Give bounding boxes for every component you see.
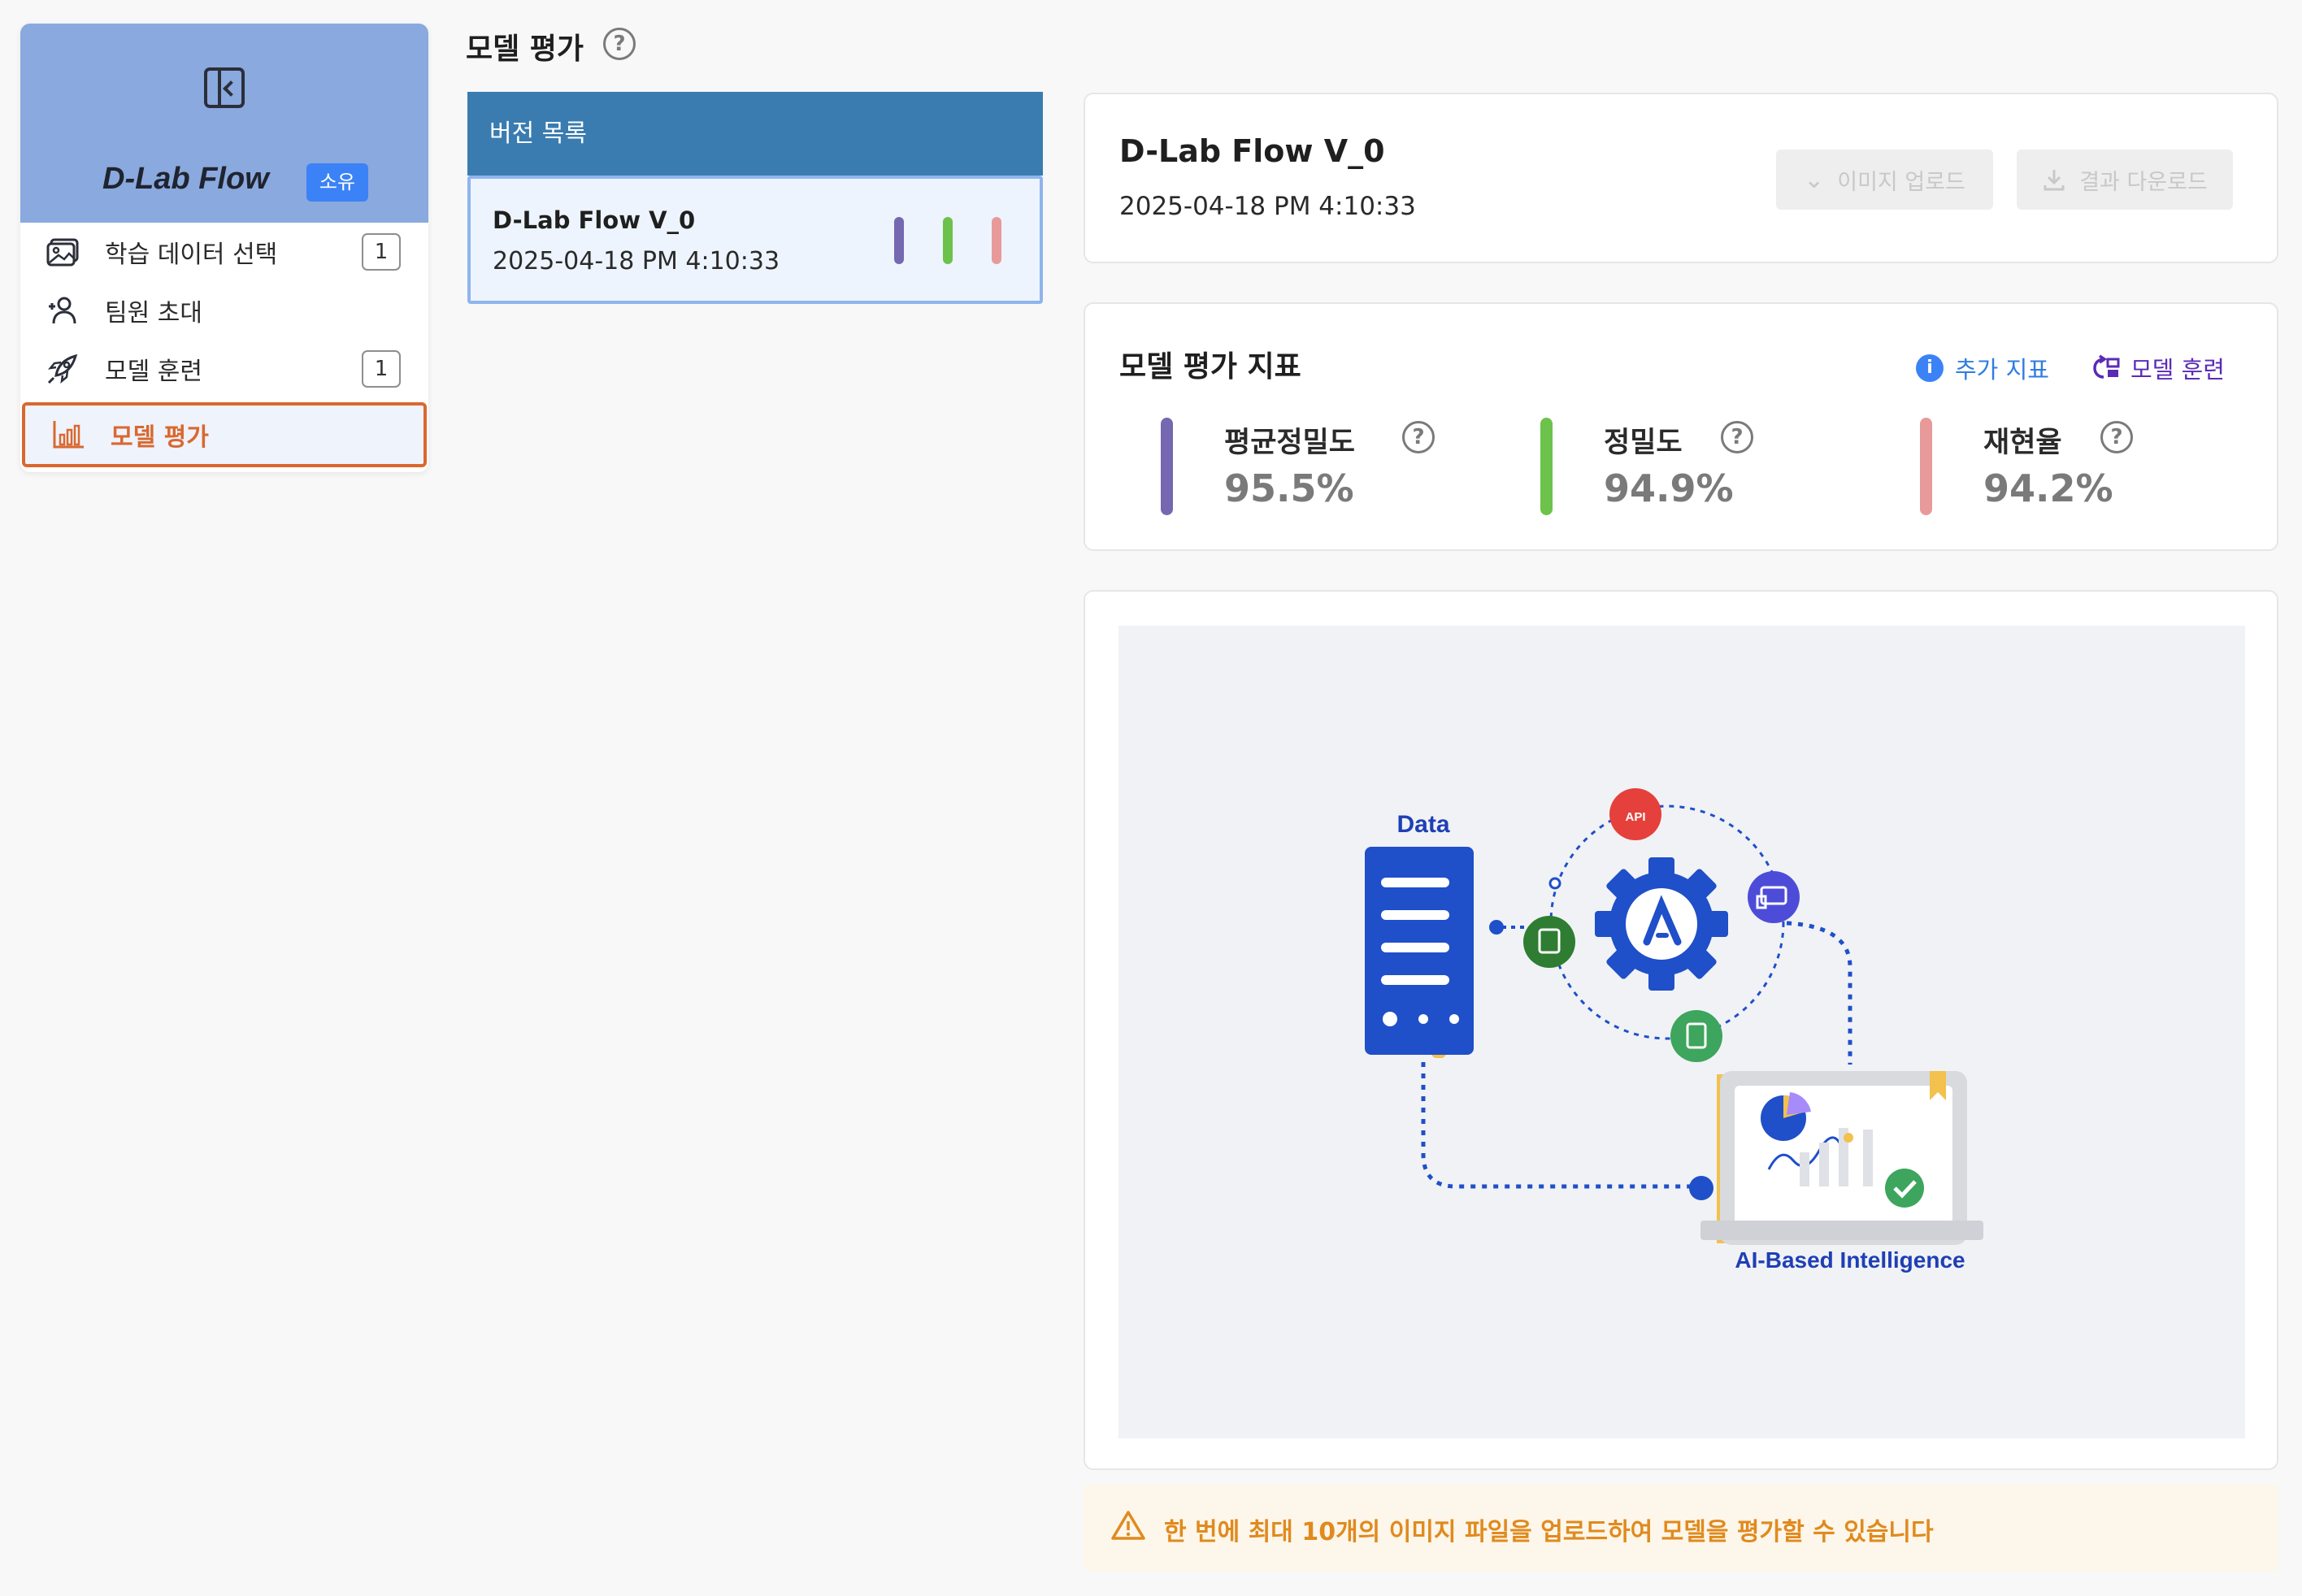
- sidebar-item-label: 모델 평가: [111, 423, 209, 452]
- count-badge: 1: [362, 350, 401, 388]
- extra-metrics-link[interactable]: i 추가 지표: [1916, 351, 2049, 385]
- sidebar-item-label: 학습 데이터 선택: [105, 241, 278, 269]
- extra-metrics-label: 추가 지표: [1955, 356, 2049, 384]
- version-list-header: 버전 목록: [467, 92, 1043, 176]
- sidebar-item-training-data[interactable]: 학습 데이터 선택 1: [20, 223, 428, 281]
- version-date: 2025-04-18 PM 4:10:33: [493, 247, 780, 275]
- sidebar-item-evaluate[interactable]: 모델 평가: [22, 402, 427, 467]
- train-model-label: 모델 훈련: [2130, 356, 2225, 384]
- train-model-link[interactable]: 모델 훈련: [2091, 351, 2225, 385]
- metric-color-bar: [1540, 418, 1553, 515]
- download-icon: [2044, 170, 2065, 191]
- warning-icon: [1111, 1511, 1145, 1540]
- model-date: 2025-04-18 PM 4:10:33: [1119, 192, 1416, 221]
- metric-value: 94.2%: [1983, 466, 2113, 510]
- upload-image-button[interactable]: ⌄ 이미지 업로드: [1776, 150, 1993, 210]
- help-icon[interactable]: ?: [2100, 421, 2133, 453]
- brand-header: D-Lab Flow 소유: [20, 24, 428, 223]
- metric-label: 재현율: [1983, 427, 2062, 459]
- model-info-card: D-Lab Flow V_0 2025-04-18 PM 4:10:33 ⌄ 이…: [1084, 93, 2278, 263]
- metric-color-bar: [1920, 418, 1932, 515]
- data-label: Data: [1396, 811, 1449, 838]
- metric-indicator-bar: [992, 217, 1001, 264]
- api-label: API: [1625, 810, 1645, 824]
- ai-label: AI-Based Intelligence: [1735, 1247, 1965, 1273]
- metric-color-bar: [1161, 418, 1173, 515]
- upload-icon: ⌄: [1804, 165, 1825, 194]
- download-result-label: 결과 다운로드: [2079, 169, 2208, 195]
- download-result-button[interactable]: 결과 다운로드: [2017, 150, 2233, 210]
- owner-badge: 소유: [306, 163, 368, 202]
- upload-image-label: 이미지 업로드: [1837, 169, 1965, 195]
- sidebar-item-label: 모델 훈련: [105, 358, 202, 386]
- train-refresh-icon: [2093, 354, 2120, 379]
- illustration-card: Data: [1084, 590, 2278, 1470]
- brand-name: D-Lab Flow: [102, 162, 269, 196]
- notice-text: 한 번에 최대 10개의 이미지 파일을 업로드하여 모델을 평가할 수 있습니…: [1164, 1518, 1934, 1546]
- help-icon[interactable]: ?: [1402, 421, 1435, 453]
- help-icon[interactable]: ?: [1721, 421, 1753, 453]
- page-title: 모델 평가: [466, 33, 584, 66]
- add-user-icon: [49, 297, 76, 324]
- metrics-card: 모델 평가 지표 i 추가 지표 모델 훈련 평균정밀도 ? 95.5% 정밀도…: [1084, 302, 2278, 551]
- version-list: 버전 목록 D-Lab Flow V_0 2025-04-18 PM 4:10:…: [467, 92, 1043, 304]
- metric-indicator-bar: [943, 217, 953, 264]
- metric-value: 95.5%: [1224, 466, 1354, 510]
- metric-label: 정밀도: [1604, 427, 1683, 459]
- metric-value: 94.9%: [1604, 466, 1734, 510]
- model-title: D-Lab Flow V_0: [1119, 133, 1385, 169]
- metric-indicator-bar: [894, 217, 904, 264]
- version-name: D-Lab Flow V_0: [493, 206, 696, 234]
- metrics-title: 모델 평가 지표: [1119, 350, 1301, 384]
- collapse-sidebar-icon[interactable]: [204, 67, 245, 108]
- count-badge: 1: [362, 233, 401, 271]
- upload-notice: 한 번에 최대 10개의 이미지 파일을 업로드하여 모델을 평가할 수 있습니…: [1084, 1484, 2278, 1572]
- help-icon[interactable]: ?: [603, 28, 636, 60]
- rocket-icon: [47, 354, 78, 384]
- bar-chart-icon: [53, 421, 84, 449]
- metric-label: 평균정밀도: [1224, 427, 1356, 459]
- image-icon: [46, 238, 79, 267]
- sidebar-item-invite[interactable]: 팀원 초대: [20, 281, 428, 340]
- illustration-area: Data: [1118, 626, 2245, 1438]
- sidebar-item-train[interactable]: 모델 훈련 1: [20, 340, 428, 398]
- sidebar: D-Lab Flow 소유 학습 데이터 선택 1: [20, 24, 428, 472]
- sidebar-item-label: 팀원 초대: [105, 299, 202, 327]
- ai-pipeline-illustration: Data: [1365, 788, 1983, 1273]
- info-icon: i: [1916, 354, 1944, 382]
- version-item[interactable]: D-Lab Flow V_0 2025-04-18 PM 4:10:33: [467, 176, 1043, 304]
